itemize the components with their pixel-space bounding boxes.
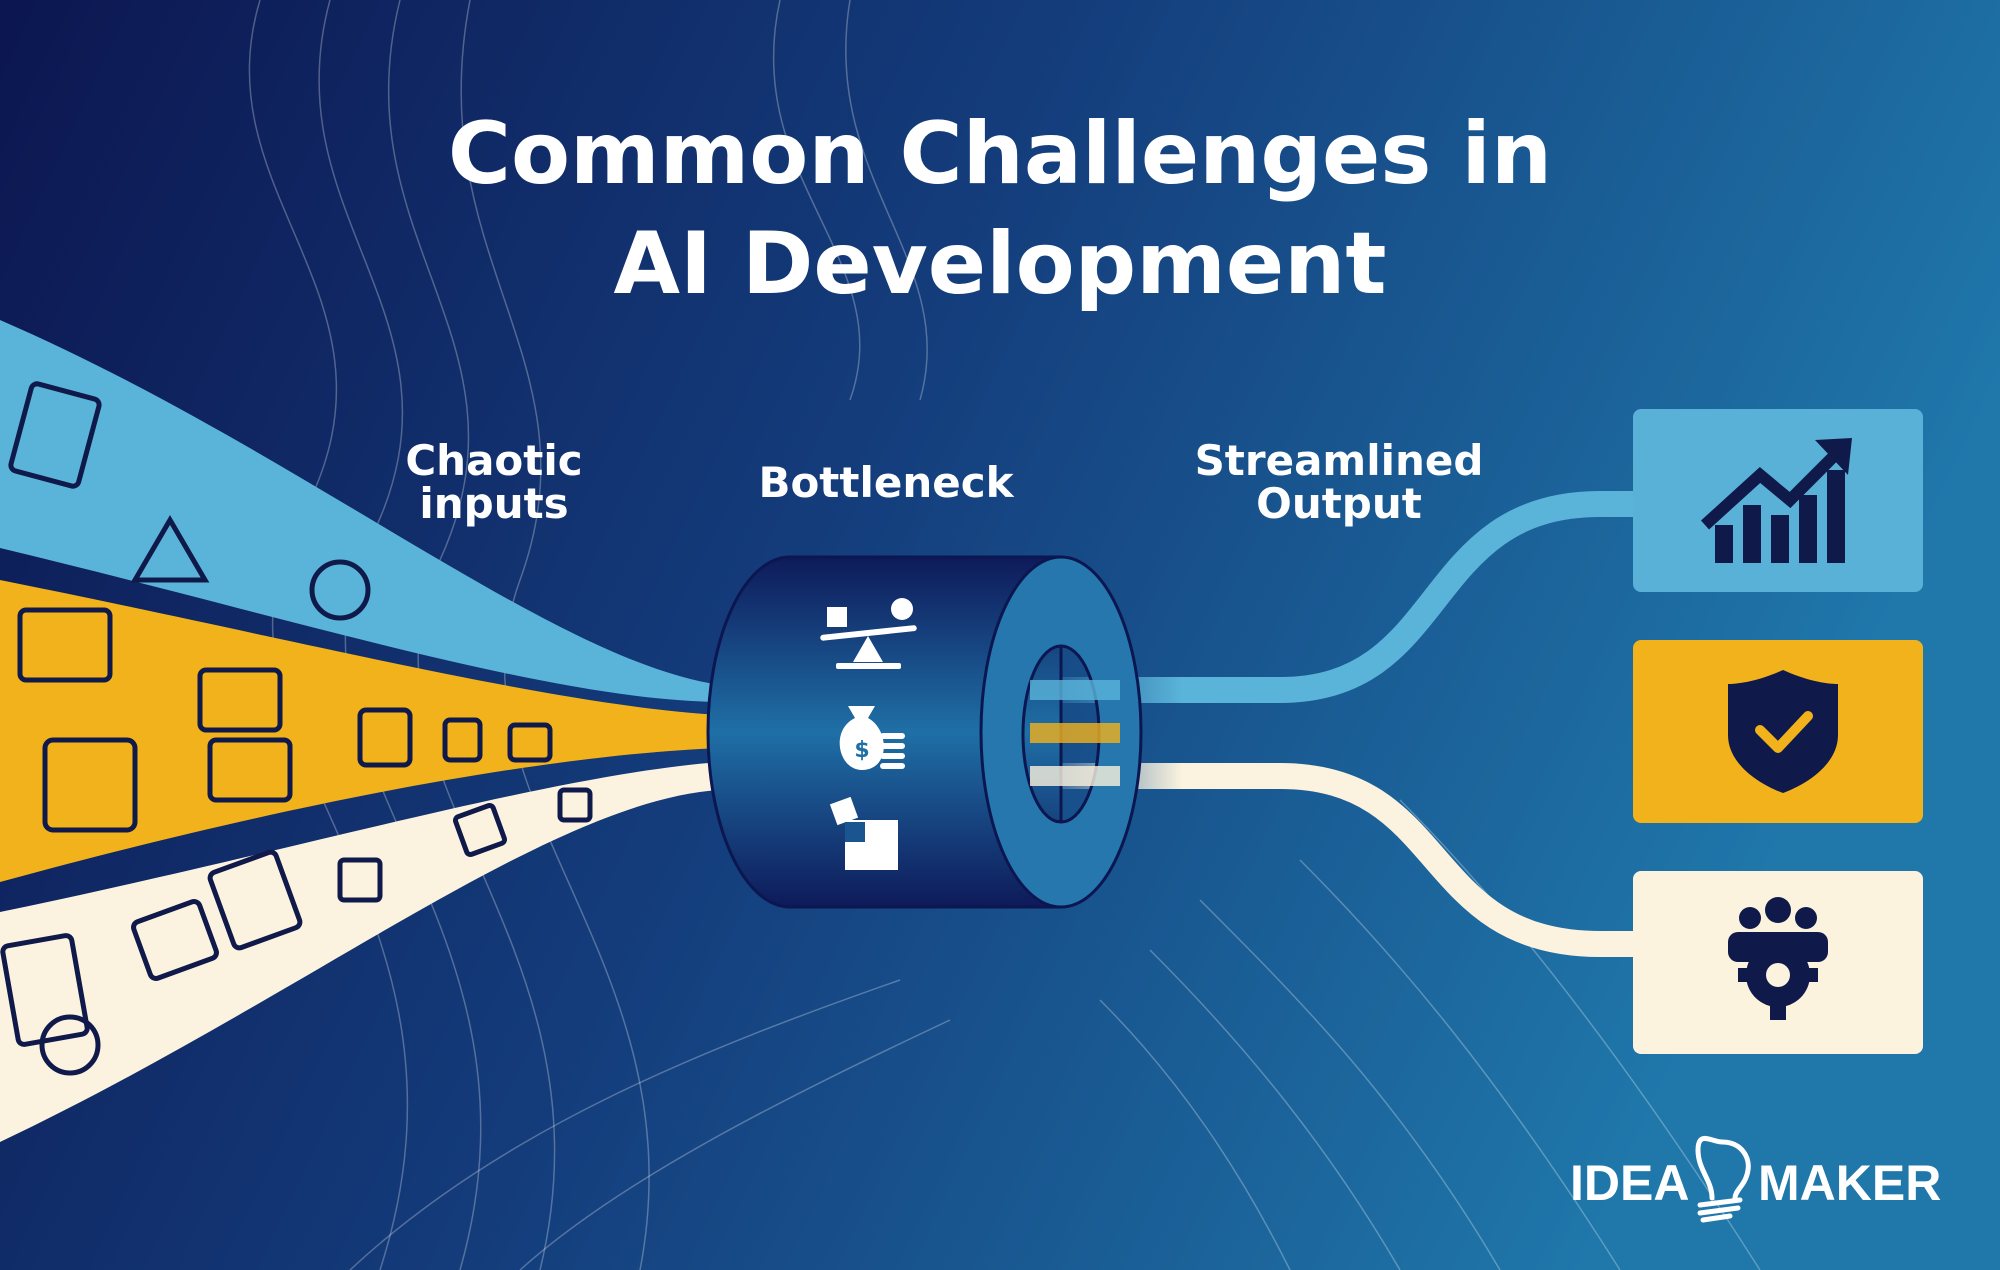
chaotic-label-line-2: inputs: [419, 479, 568, 528]
document-icon: [442, 717, 483, 763]
output-line-blue: [1030, 491, 1640, 703]
output-box-team: [1633, 871, 1923, 1054]
balance-scale-icon: [820, 598, 917, 669]
file-icon: [507, 722, 553, 763]
shield-check-icon: [1728, 670, 1838, 793]
team-gear-icon: [1728, 897, 1828, 1020]
bottleneck-cylinder: $: [706, 555, 1143, 909]
logo-maker-text: MAKER: [1758, 1155, 1941, 1211]
title-line-1: Common Challenges in: [448, 104, 1552, 204]
stream-blue: [0, 320, 720, 702]
title-line-2: AI Development: [614, 214, 1387, 314]
input-document-icons: [0, 381, 593, 1076]
svg-text:$: $: [854, 738, 869, 763]
idea-maker-logo: IDEA MAKER: [1570, 1136, 1941, 1223]
folder-documents-icon: [207, 849, 303, 951]
stream-cream: [0, 762, 720, 1142]
lightbulb-icon: [1695, 1136, 1751, 1223]
gear-warning-icon: [309, 559, 371, 621]
output-box-growth: [1633, 409, 1923, 592]
warning-icon: [130, 515, 210, 583]
chart-document-icon: [197, 667, 283, 733]
chaotic-label-line-1: Chaotic: [405, 436, 582, 485]
clipboard-icon: [8, 381, 102, 489]
folder-search-icon: [207, 737, 293, 803]
document-icon: [337, 857, 383, 903]
bottleneck-label: Bottleneck: [758, 458, 1014, 507]
logo-idea-text: IDEA: [1570, 1155, 1689, 1211]
document-icon: [557, 787, 593, 823]
folder-icon: [42, 737, 138, 833]
money-bag-icon: $: [839, 706, 905, 770]
streamlined-label-line-1: Streamlined: [1195, 436, 1484, 485]
growth-chart-icon: [1700, 438, 1852, 563]
streamlined-output-label: Streamlined Output: [1195, 436, 1484, 528]
database-icon: [357, 707, 413, 768]
puzzle-pieces-icon: [829, 796, 898, 870]
papers-icon: [131, 899, 219, 981]
output-line-cream: [1030, 763, 1640, 957]
document-icon: [17, 607, 113, 683]
upload-icon: [39, 1014, 101, 1076]
document-icon: [452, 802, 508, 858]
output-box-security: [1633, 640, 1923, 823]
chaotic-inputs-label: Chaotic inputs: [405, 436, 582, 528]
upload-document-icon: [0, 933, 90, 1047]
streamlined-label-line-2: Output: [1256, 479, 1422, 528]
